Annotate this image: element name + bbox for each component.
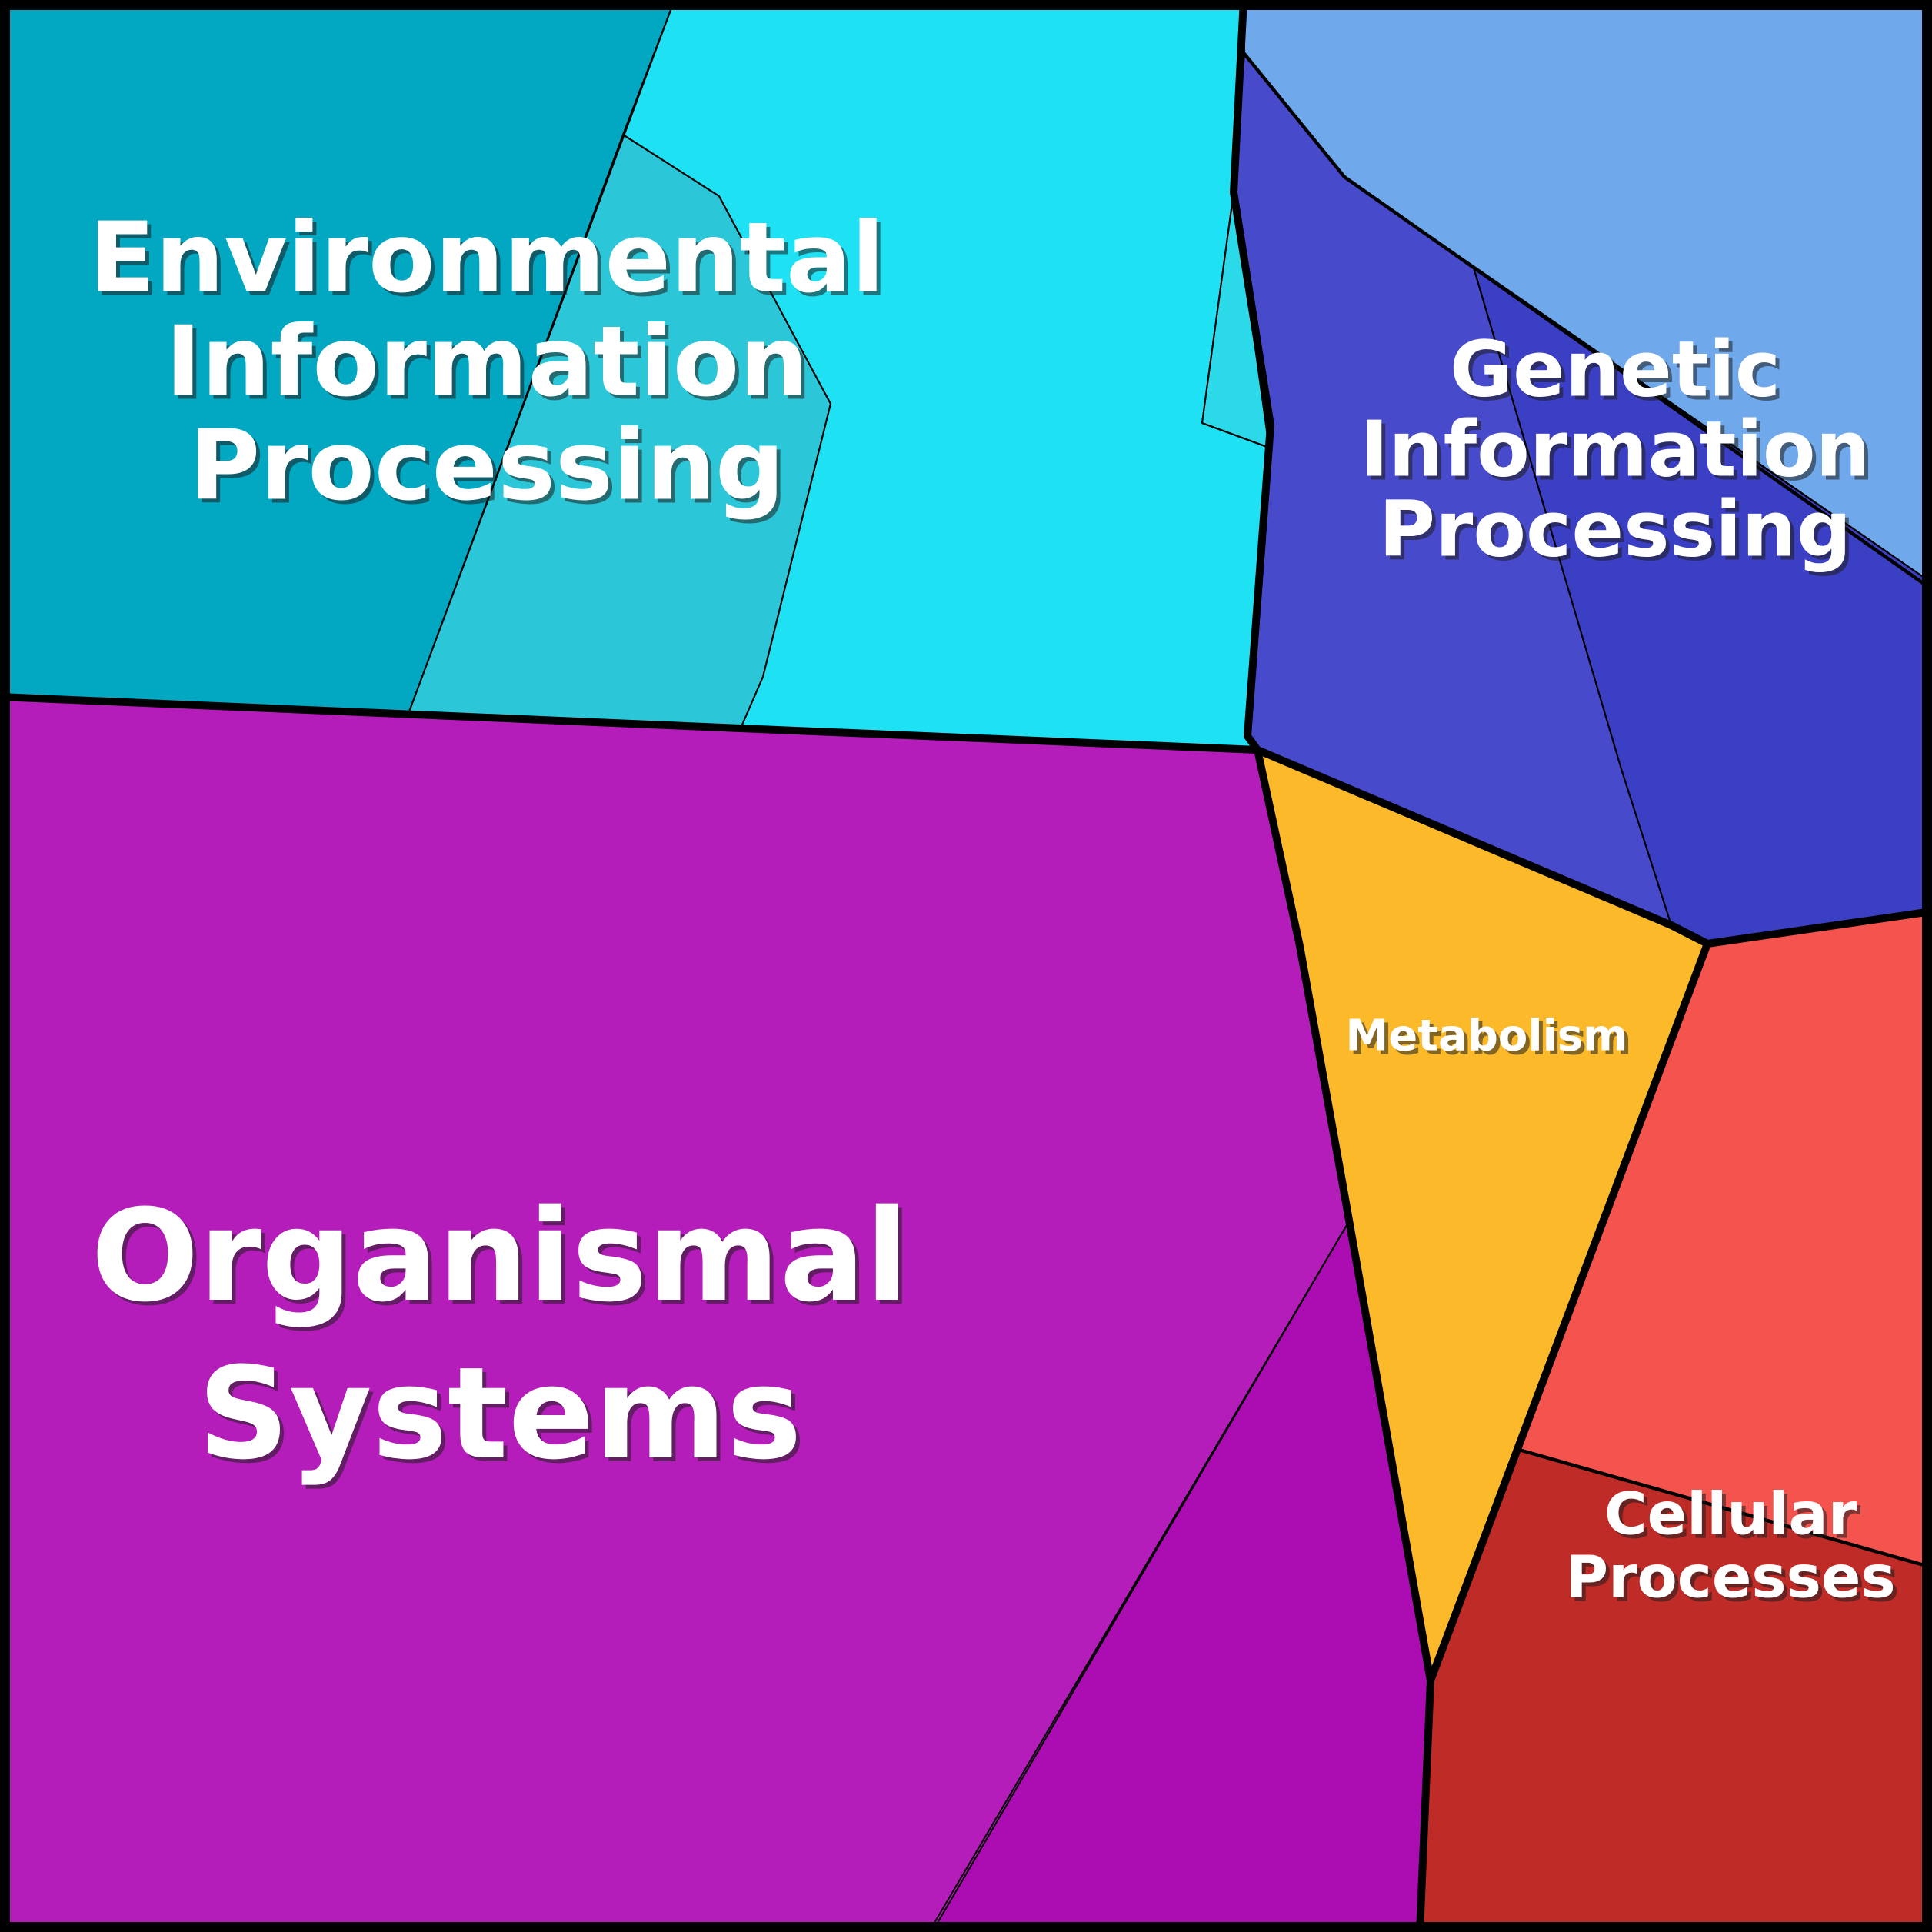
- label-cellular-line2: Processes: [1565, 1543, 1895, 1611]
- border-magenta-orange: [1254, 746, 1434, 1684]
- border-env-sub-d1: [408, 0, 675, 715]
- border-magenta-red: [1416, 1677, 1434, 1932]
- label-organismal-line1-shadow: Organismal: [95, 1186, 912, 1334]
- label-genetic-line1-shadow: Genetic: [1454, 328, 1784, 418]
- border-env-sub-wedge: [1201, 192, 1270, 448]
- label-genetic-line3: Processing: [1379, 485, 1852, 575]
- label-metabolism-line1-shadow: Metabolism: [1350, 1015, 1632, 1065]
- border-indigo-red: [1704, 908, 1932, 948]
- label-organismal-line2-shadow: Systems: [202, 1344, 806, 1491]
- border-orange-red: [1427, 940, 1711, 1684]
- border-env-sub-h1h2: [622, 134, 831, 729]
- label-cellular-line2-shadow: Processes: [1569, 1547, 1899, 1615]
- label-genetic-line1: Genetic: [1450, 325, 1780, 415]
- label-organismal-line2: Systems: [198, 1340, 802, 1487]
- label-genetic-line3-shadow: Processing: [1383, 488, 1856, 578]
- label-environmental-line1-shadow: Environmental: [93, 205, 888, 318]
- label-organismal-line1: Organismal: [91, 1182, 908, 1330]
- label-cellular-line1-shadow: Cellular: [1608, 1484, 1861, 1552]
- label-genetic-line2: Information: [1360, 405, 1870, 495]
- treemap-labels: EnvironmentalInformationProcessingEnviro…: [89, 202, 1900, 1615]
- label-metabolism-line1: Metabolism: [1346, 1011, 1628, 1061]
- border-lightred-darkred: [1517, 1447, 1932, 1570]
- label-cellular-line1: Cellular: [1604, 1480, 1857, 1548]
- border-cyan-indigo: [1230, 0, 1274, 754]
- label-genetic-line2-shadow: Information: [1364, 408, 1874, 498]
- border-org-sub-line: [931, 1221, 1350, 1927]
- label-environmental-line2-shadow: Information: [169, 309, 812, 422]
- label-environmental-line1: Environmental: [89, 202, 884, 315]
- border-lightblue-indigo: [1242, 52, 1925, 585]
- label-environmental-line3: Processing: [189, 409, 784, 522]
- label-environmental-line3-shadow: Processing: [193, 413, 788, 526]
- label-environmental-line2: Information: [165, 305, 808, 418]
- border-gen-sub-indigo: [1473, 267, 1672, 926]
